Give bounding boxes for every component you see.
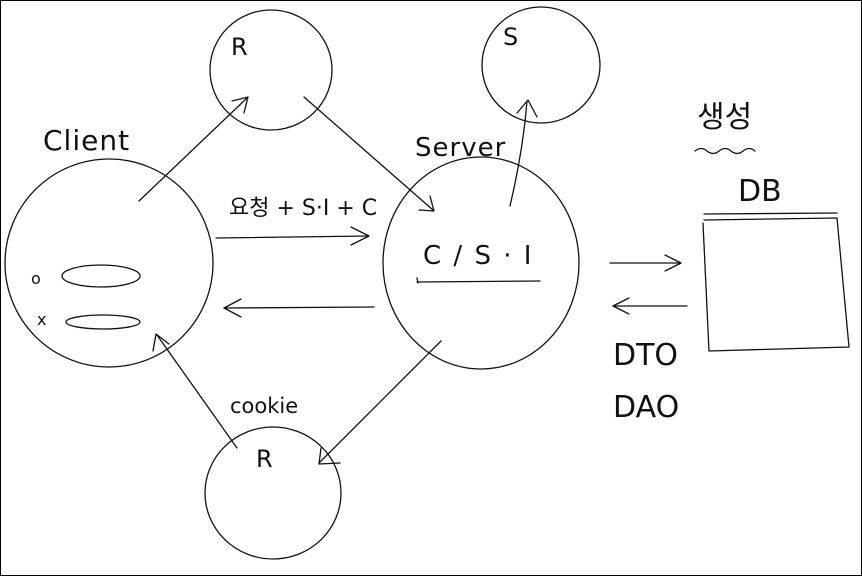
dto-label: DTO bbox=[613, 338, 679, 373]
client-oval-bottom bbox=[65, 314, 141, 330]
server-content-underline bbox=[416, 280, 541, 283]
request-top-label: R bbox=[231, 33, 248, 61]
arrow-response bbox=[223, 298, 375, 318]
db-box bbox=[702, 212, 850, 352]
client-circle bbox=[4, 158, 214, 368]
arrow-cookie-to-client bbox=[152, 333, 238, 449]
client-label: Client bbox=[43, 124, 131, 157]
cookie-circle bbox=[204, 426, 342, 560]
cookie-label: cookie bbox=[230, 394, 299, 418]
request-label: 요청 + S·I + C bbox=[229, 196, 378, 221]
request-top-circle bbox=[209, 9, 333, 131]
client-x-label: x bbox=[37, 310, 47, 329]
korean-note-label: 생성 bbox=[697, 100, 753, 135]
arrow-server-to-session bbox=[509, 99, 538, 207]
arrow-request bbox=[215, 226, 370, 246]
dao-label: DAO bbox=[613, 390, 680, 425]
session-top-circle bbox=[481, 6, 601, 124]
client-o-label: o bbox=[31, 269, 41, 288]
arrow-request-to-server bbox=[303, 96, 435, 212]
session-top-label: S bbox=[503, 23, 519, 51]
server-content-tick bbox=[416, 277, 419, 284]
arrow-server-to-cookie bbox=[318, 340, 442, 465]
response-bottom-label: R bbox=[256, 445, 273, 473]
arrow-db-to-server bbox=[612, 297, 688, 315]
arrow-client-to-request bbox=[138, 96, 249, 202]
server-label: Server bbox=[415, 133, 507, 163]
arrow-server-to-db bbox=[609, 254, 682, 272]
db-label: DB bbox=[738, 174, 782, 209]
client-oval-top bbox=[61, 264, 141, 288]
korean-underline bbox=[694, 147, 756, 155]
server-content-label: C / S · I bbox=[423, 241, 534, 271]
server-circle bbox=[382, 156, 580, 370]
